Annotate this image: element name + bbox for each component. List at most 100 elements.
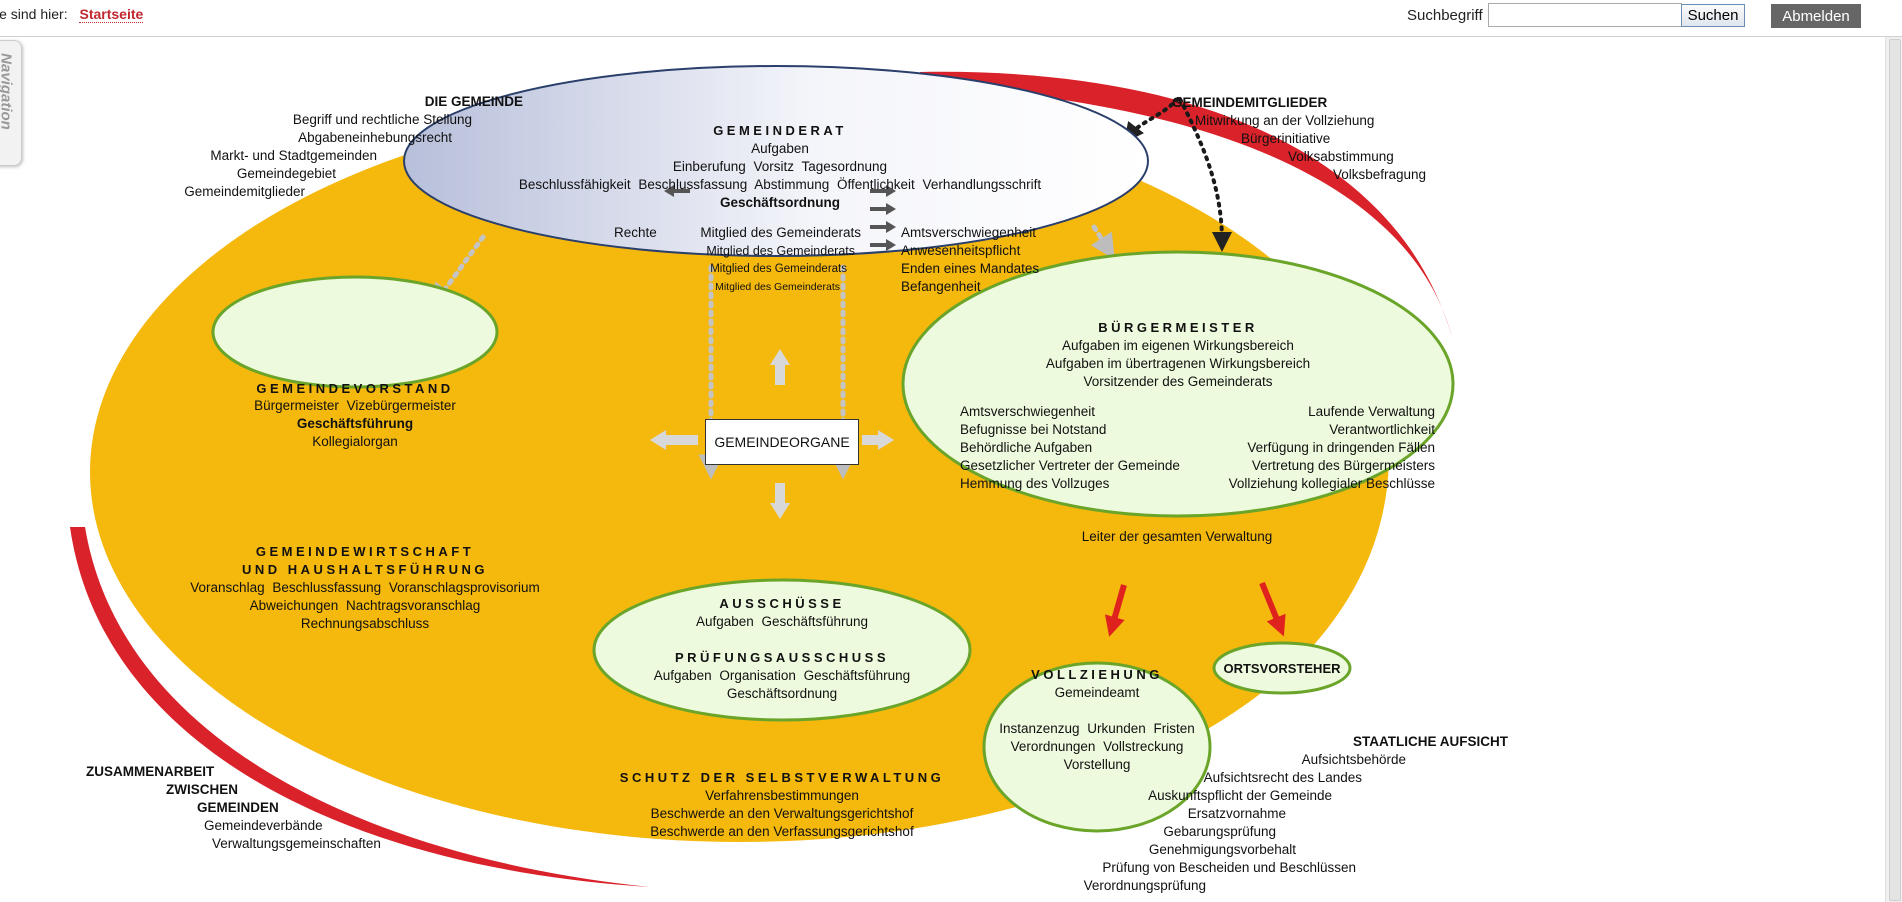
gemeinderat-duty: Amtsverschwiegenheit <box>901 225 1037 240</box>
buergermeister-right-item: Verantwortlichkeit <box>1329 422 1435 437</box>
schutz-item: Beschwerde an den Verwaltungsgerichtshof <box>650 806 914 821</box>
wirtschaft-item: Rechnungsabschluss <box>300 616 430 631</box>
buergermeister-left-item: Behördliche Aufgaben <box>960 440 1093 455</box>
buergermeister-title: BÜRGERMEISTER <box>1098 320 1258 335</box>
gemeinderat-bold: Geschäftsordnung <box>719 195 840 210</box>
gemeindeorgane-box: GEMEINDEORGANE <box>705 419 859 465</box>
zusammenarbeit-item: Gemeindeverbände <box>204 818 323 833</box>
vollziehung-item: Verordnungen Vollstreckung <box>1010 739 1184 754</box>
cross-arrow-left <box>650 430 698 450</box>
gemeinde-item: Gemeindegebiet <box>236 166 336 181</box>
mitglieder-item: Bürgerinitiative <box>1241 131 1331 146</box>
buergermeister-left-item: Befugnisse bei Notstand <box>960 422 1107 437</box>
cross-arrow-right <box>862 430 894 450</box>
vorstand-title: GEMEINDEVORSTAND <box>256 381 454 396</box>
schutz-item: Beschwerde an den Verfassungsgerichtshof <box>650 824 914 839</box>
wirtschaft-item: Abweichungen Nachtragsvoranschlag <box>249 598 481 613</box>
gemeinderat-duty: Befangenheit <box>901 279 981 294</box>
red-swoosh-top <box>920 71 1452 337</box>
breadcrumb-prefix: ie sind hier: <box>0 6 68 22</box>
organ-diagram <box>70 65 1455 887</box>
logout-button[interactable]: Abmelden <box>1771 4 1861 28</box>
ausschuesse-line: Geschäftsordnung <box>726 686 838 701</box>
vollziehung-title: VOLLZIEHUNG <box>1031 667 1163 682</box>
aufsicht-item: Aufsichtsrecht des Landes <box>1203 770 1362 785</box>
navigation-tab[interactable]: Navigation <box>0 40 22 166</box>
zusammenarbeit-item: Verwaltungsgemeinschaften <box>212 836 381 851</box>
schutz-item: Verfahrensbestimmungen <box>705 788 859 803</box>
breadcrumb: ie sind hier: Startseite <box>0 6 144 23</box>
gemeinde-title: DIE GEMEINDE <box>424 94 523 109</box>
gemeinderat-duty: Enden eines Mandates <box>901 261 1040 276</box>
zusammenarbeit-title: ZWISCHEN <box>166 782 238 797</box>
gemeinde-item: Gemeindemitglieder <box>184 184 305 199</box>
ortsvorsteher-title: ORTSVORSTEHER <box>1223 661 1341 676</box>
gemeinderat-duty: Anwesenheitspflicht <box>901 243 1021 258</box>
vollziehung-item: Vorstellung <box>1063 757 1131 772</box>
mitglieder-item: Volksabstimmung <box>1288 149 1394 164</box>
vollziehung-line: Gemeindeamt <box>1054 685 1140 700</box>
gemeinde-item: Markt- und Stadtgemeinden <box>210 148 377 163</box>
cross-arrow-down <box>770 483 790 519</box>
gemeinde-item: Abgabeneinhebungsrecht <box>298 130 452 145</box>
vorstand-line: Bürgermeister Vizebürgermeister <box>254 398 456 413</box>
gemeinderat-rechte: Rechte <box>614 225 657 240</box>
buergermeister-line: Aufgaben im eigenen Wirkungsbereich <box>1062 338 1294 353</box>
buergermeister-left-item: Amtsverschwiegenheit <box>960 404 1096 419</box>
search-input[interactable] <box>1488 3 1682 27</box>
gemeinde-item: Begriff und rechtliche Stellung <box>292 112 472 127</box>
gemeindevorstand-ellipse <box>211 275 499 389</box>
vollziehung-ellipse <box>982 661 1212 833</box>
wirtschaft-item: Voranschlag Beschlussfassung Voranschlag… <box>190 580 540 595</box>
gemeinderat-line: Einberufung Vorsitz Tagesordnung <box>672 159 888 174</box>
mitglieder-item: Volksbefragung <box>1333 167 1427 182</box>
aufsicht-item: Verordnungsprüfung <box>1083 878 1206 893</box>
gemeinderat-member: Mitglied des Gemeinderats <box>706 244 855 258</box>
aufsicht-item: Prüfung von Bescheiden und Beschlüssen <box>1102 860 1356 875</box>
buergermeister-right-item: Laufende Verwaltung <box>1308 404 1435 419</box>
vorstand-line: Kollegialorgan <box>312 434 398 449</box>
scrollbar-thumb[interactable] <box>1889 39 1901 901</box>
buergermeister-right-item: Vertretung des Bürgermeisters <box>1251 458 1435 473</box>
pruefungsausschuss-title: PRÜFUNGSAUSSCHUSS <box>674 650 890 665</box>
ausschuesse-line: Aufgaben Organisation Geschäftsführung <box>653 668 911 683</box>
zusammenarbeit-title: ZUSAMMENARBEIT <box>86 764 215 779</box>
buergermeister-bottom: Leiter der gesamten Verwaltung <box>1081 529 1273 544</box>
mitglieder-item: Mitwirkung an der Vollziehung <box>1195 113 1375 128</box>
gemeinderat-member: Mitglied des Gemeinderats <box>710 263 847 275</box>
search-button[interactable]: Suchen <box>1681 4 1745 27</box>
gemeinderat-line: Aufgaben <box>751 141 809 156</box>
vollziehung-item: Instanzenzug Urkunden Fristen <box>999 721 1195 736</box>
zusammenarbeit-title: GEMEINDEN <box>197 800 279 815</box>
search-label: Suchbegriff <box>1407 7 1483 24</box>
aufsicht-item: Aufsichtsbehörde <box>1301 752 1406 767</box>
vertical-scrollbar[interactable] <box>1885 37 1902 902</box>
ausschuesse-line: Aufgaben Geschäftsführung <box>695 614 869 629</box>
ausschuesse-ellipse <box>592 578 972 722</box>
aufsicht-item: Gebarungsprüfung <box>1163 824 1276 839</box>
gemeinderat-line: Beschlussfähigkeit Beschlussfassung Abst… <box>518 177 1042 192</box>
buergermeister-line: Vorsitzender des Gemeinderats <box>1083 374 1273 389</box>
buergermeister-left-item: Gesetzlicher Vertreter der Gemeinde <box>960 458 1180 473</box>
ortsvorsteher-ellipse <box>1212 641 1352 695</box>
ausschuesse-title: AUSSCHÜSSE <box>719 596 845 611</box>
aufsicht-title: STAATLICHE AUFSICHT <box>1353 734 1508 749</box>
gemeinderat-title: GEMEINDERAT <box>713 123 847 138</box>
top-bar: ie sind hier: Startseite Suchbegriff Suc… <box>0 0 1902 37</box>
gemeinderat-member: Mitglied des Gemeinderats <box>715 281 840 293</box>
aufsicht-item: Genehmigungsvorbehalt <box>1148 842 1296 857</box>
buergermeister-ellipse <box>901 250 1455 518</box>
gemeinderat-ellipse <box>403 65 1149 257</box>
wirtschaft-title: UND HAUSHALTSFÜHRUNG <box>242 562 488 577</box>
breadcrumb-link-startseite[interactable]: Startseite <box>79 6 144 23</box>
vorstand-bold: Geschäftsführung <box>296 416 414 431</box>
buergermeister-right-item: Vollziehung kollegialer Beschlüsse <box>1228 476 1435 491</box>
cross-arrow-up <box>770 349 790 385</box>
aufsicht-item: Ersatzvornahme <box>1187 806 1286 821</box>
wirtschaft-title: GEMEINDEWIRTSCHAFT <box>255 544 475 559</box>
buergermeister-left-item: Hemmung des Vollzuges <box>960 476 1110 491</box>
buergermeister-right-item: Verfügung in dringenden Fällen <box>1247 440 1435 455</box>
buergermeister-line: Aufgaben im übertragenen Wirkungsbereich <box>1045 356 1311 371</box>
gemeinderat-member: Mitglied des Gemeinderats <box>700 225 861 240</box>
schutz-title: SCHUTZ DER SELBSTVERWALTUNG <box>619 770 945 785</box>
